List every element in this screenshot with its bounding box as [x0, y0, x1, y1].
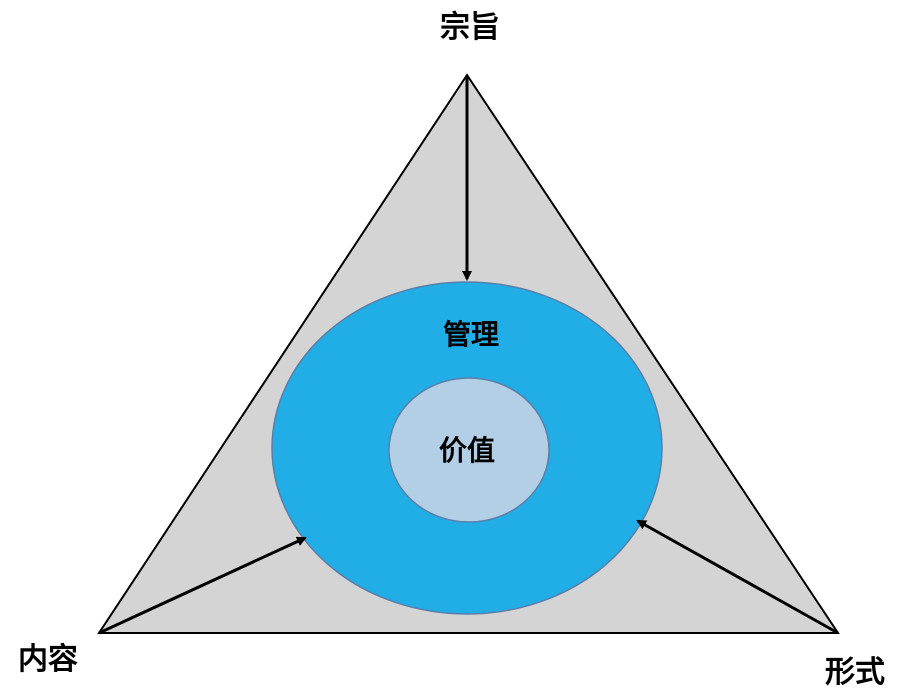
label-core: 价值	[439, 434, 495, 467]
inner-ellipse	[388, 377, 550, 523]
label-outer-ring: 管理	[443, 318, 499, 351]
label-bottom-right: 形式	[825, 655, 885, 690]
arrow-bottom-left	[98, 536, 307, 635]
label-bottom-left: 内容	[18, 642, 78, 677]
label-top: 宗旨	[440, 10, 500, 45]
arrow-bottom-right	[636, 519, 839, 635]
